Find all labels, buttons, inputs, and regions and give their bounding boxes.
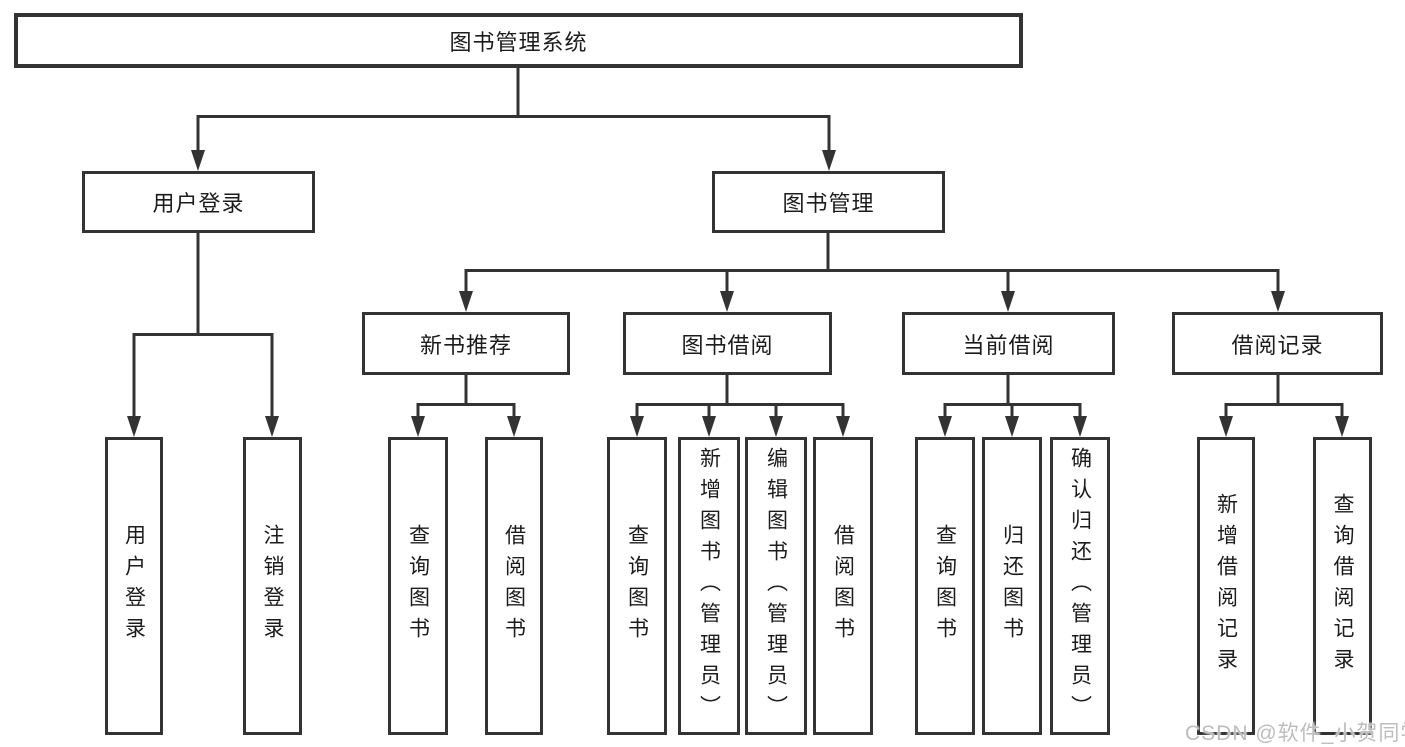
arrowhead-icon — [822, 150, 836, 171]
leaf-edit-book-admin: 编辑图书（管理员） — [745, 437, 807, 735]
arrowhead-icon — [720, 291, 734, 312]
arrowhead-icon — [191, 150, 205, 171]
arrowhead-icon — [702, 416, 716, 437]
leaf-label: 查询借阅记录 — [1331, 493, 1354, 679]
leaf-label: 编辑图书（管理员） — [764, 446, 788, 726]
arrowhead-icon — [127, 416, 141, 437]
node-new-book-recommendation: 新书推荐 — [362, 312, 570, 375]
node-label: 新书推荐 — [419, 332, 512, 358]
node-label: 用户登录 — [152, 191, 245, 216]
leaf-add-borrow-record: 新增借阅记录 — [1197, 437, 1255, 735]
arrowhead-icon — [411, 416, 425, 437]
arrowhead-icon — [1073, 416, 1087, 437]
leaf-label: 新增图书（管理员） — [697, 446, 721, 726]
leaf-query-books-borrow: 查询图书 — [607, 437, 667, 735]
leaf-label: 用户登录 — [122, 524, 146, 648]
leaf-query-books-recommend: 查询图书 — [388, 437, 448, 735]
node-label: 当前借阅 — [962, 332, 1055, 358]
arrowhead-icon — [938, 416, 952, 437]
leaf-label: 查询图书 — [625, 524, 649, 648]
node-user-login: 用户登录 — [82, 171, 315, 233]
arrowhead-icon — [1335, 416, 1349, 437]
arrowhead-icon — [1219, 416, 1233, 437]
node-current-borrowing: 当前借阅 — [902, 312, 1115, 375]
csdn-watermark: CSDN @软件_小贺同学 — [1185, 722, 1405, 745]
node-book-borrowing: 图书借阅 — [623, 312, 832, 375]
leaf-query-borrow-record: 查询借阅记录 — [1313, 437, 1372, 735]
leaf-label: 确认归还（管理员） — [1068, 446, 1092, 726]
arrowhead-icon — [836, 416, 850, 437]
leaf-label: 归还图书 — [1000, 524, 1024, 648]
leaf-label: 查询图书 — [406, 524, 430, 648]
arrowhead-icon — [265, 416, 279, 437]
leaf-label: 新增借阅记录 — [1214, 493, 1238, 679]
leaf-label: 借阅图书 — [502, 524, 526, 648]
leaf-borrow-books: 借阅图书 — [813, 437, 873, 735]
leaf-return-books: 归还图书 — [982, 437, 1042, 735]
node-book-management: 图书管理 — [712, 171, 945, 233]
arrowhead-icon — [1005, 416, 1019, 437]
arrowhead-icon — [1271, 291, 1285, 312]
node-borrowing-records: 借阅记录 — [1172, 312, 1383, 375]
arrowhead-icon — [630, 416, 644, 437]
arrowhead-icon — [507, 416, 521, 437]
node-label: 借阅记录 — [1231, 332, 1324, 358]
node-label: 图书管理 — [782, 191, 875, 216]
leaf-borrow-books-recommend: 借阅图书 — [485, 437, 543, 735]
arrowhead-icon — [459, 291, 473, 312]
leaf-user-login: 用户登录 — [105, 437, 163, 735]
leaf-label: 借阅图书 — [831, 524, 855, 648]
leaf-confirm-return-admin: 确认归还（管理员） — [1050, 437, 1110, 735]
leaf-label: 查询图书 — [933, 524, 957, 648]
node-library-management-system: 图书管理系统 — [14, 13, 1023, 68]
arrowhead-icon — [1001, 291, 1015, 312]
leaf-label: 注销登录 — [261, 524, 284, 648]
arrowhead-icon — [769, 416, 783, 437]
node-label: 图书借阅 — [681, 332, 774, 358]
node-label: 图书管理系统 — [449, 29, 588, 55]
leaf-logout: 注销登录 — [243, 437, 302, 735]
arrow-heads — [127, 150, 1349, 437]
leaf-add-book-admin: 新增图书（管理员） — [678, 437, 740, 735]
leaf-query-books-current: 查询图书 — [915, 437, 975, 735]
